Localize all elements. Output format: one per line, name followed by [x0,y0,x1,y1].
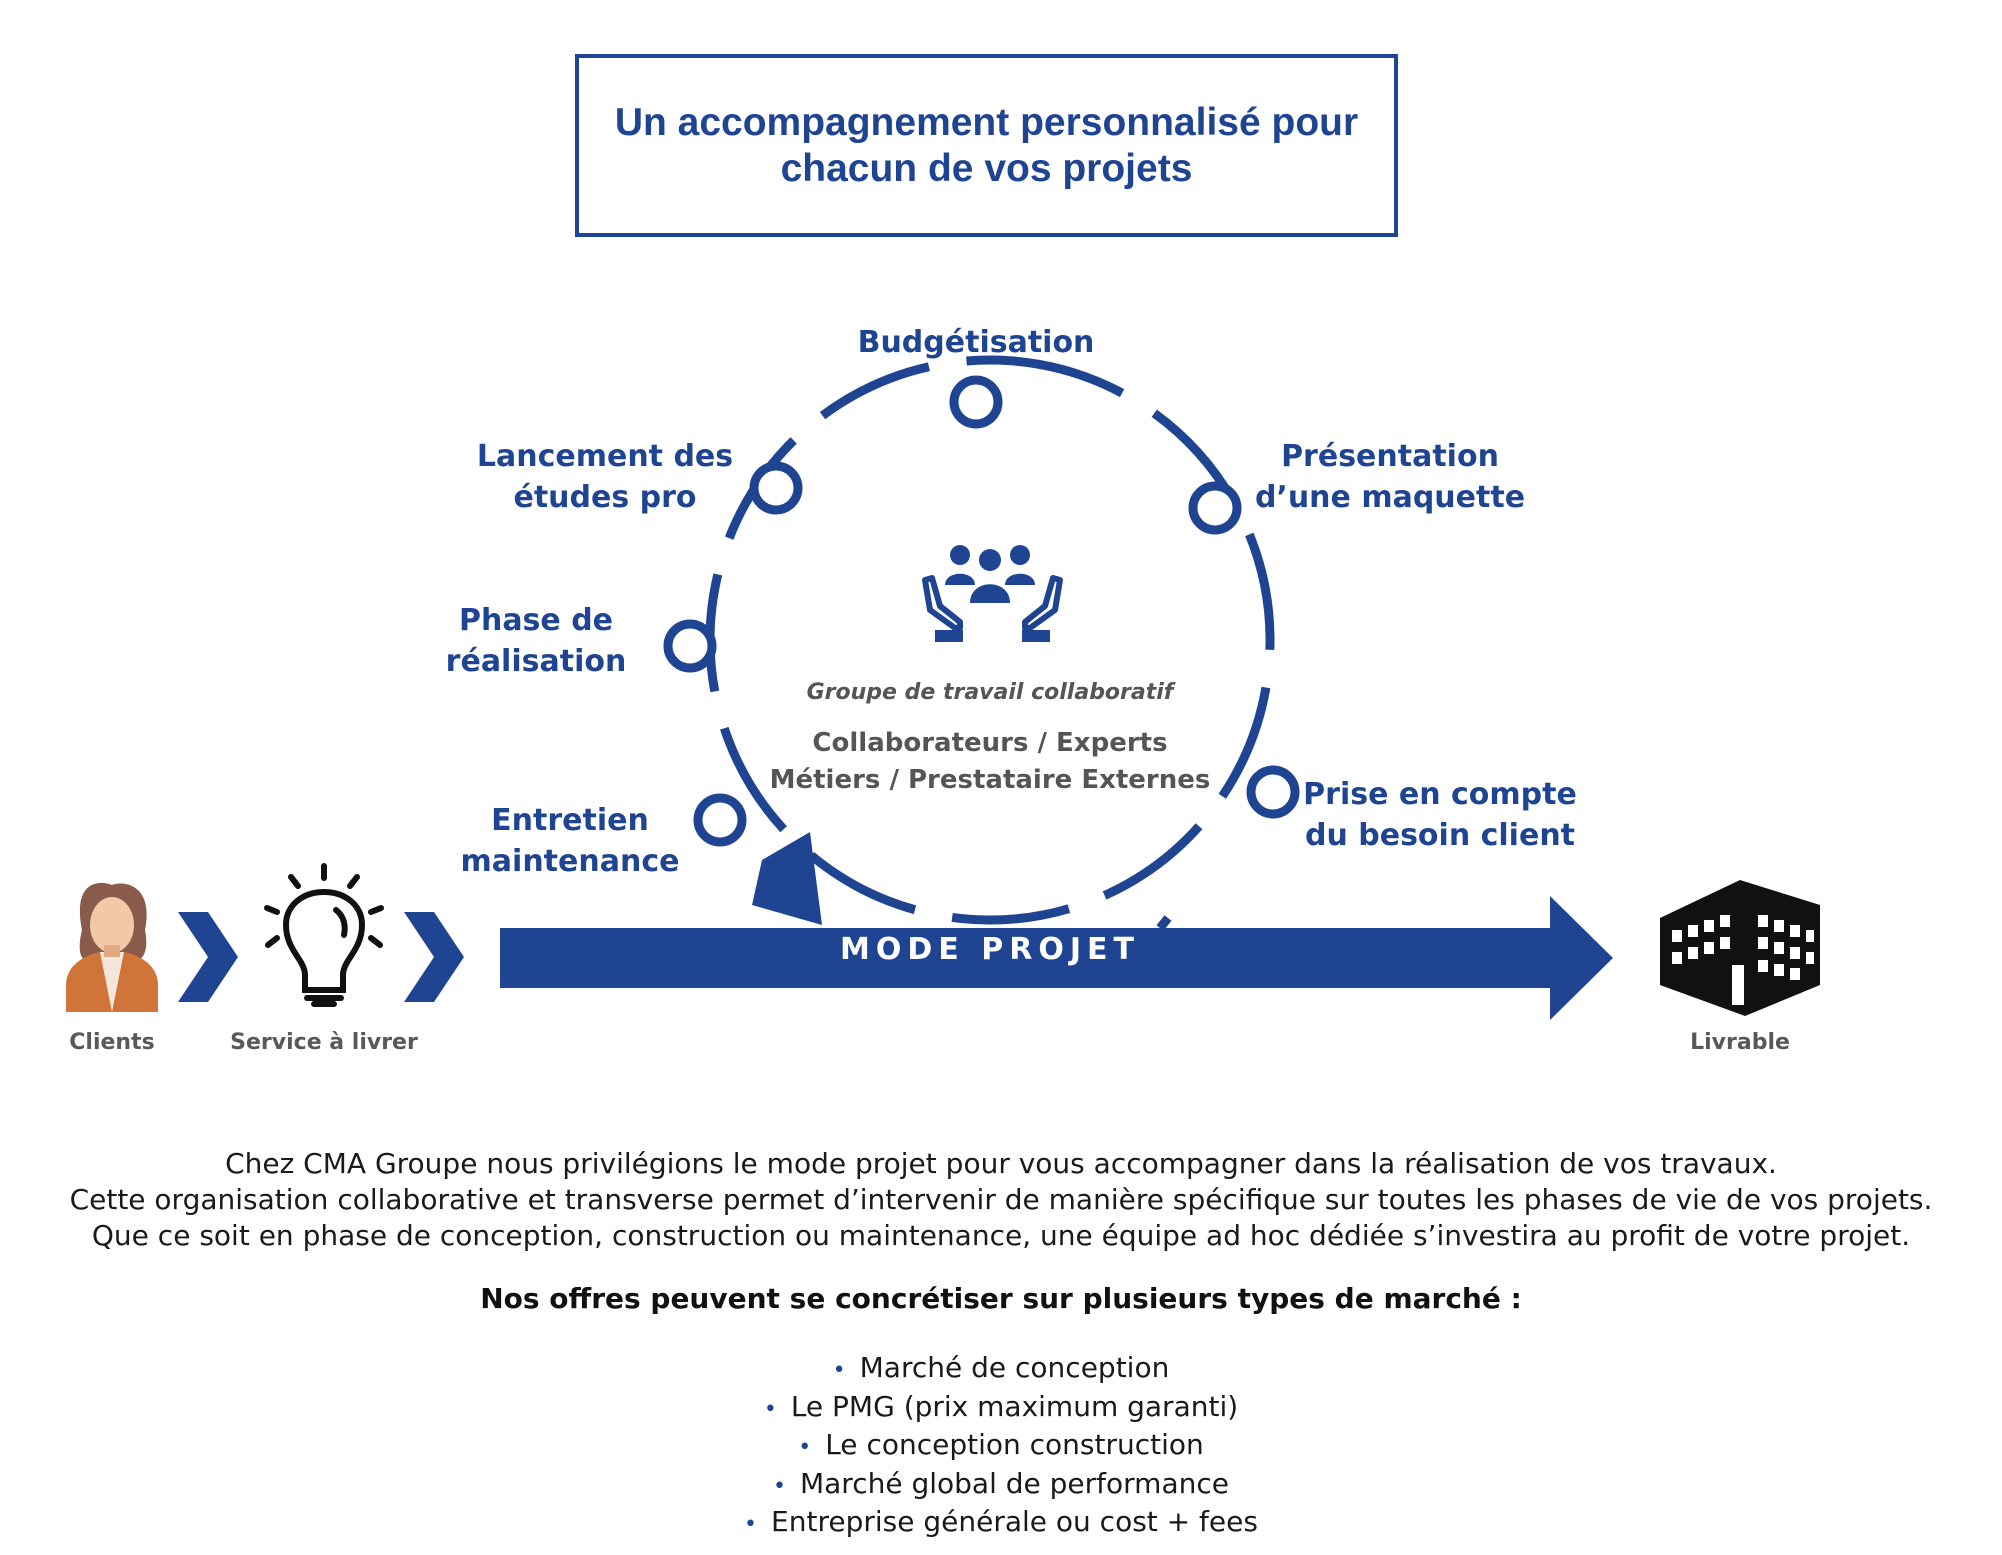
phase-label-lancement: Lancement des études pro [476,439,734,515]
marker-presentation [1188,481,1242,535]
client-avatar-icon [66,882,158,1012]
bullet-icon: • [798,1435,812,1460]
description-line-1: Chez CMA Groupe nous privilégions le mod… [225,1147,1777,1180]
lightbulb-icon [264,863,384,1007]
description-line-2: Cette organisation collaborative et tran… [69,1183,1933,1216]
marker-phase-realisation [663,619,717,673]
list-item: •Marché global de performance [773,1466,1229,1500]
marker-entretien [693,793,747,847]
offers-list: •Marché de conception •Le PMG (prix maxi… [0,1350,2002,1543]
marker-lancement [749,461,803,515]
phase-label-presentation: Présentation d’une maquette [1254,439,1526,515]
offers-title: Nos offres peuvent se concrétiser sur pl… [480,1282,1522,1315]
marker-prise-en-compte [1246,765,1300,819]
list-item: •Le conception construction [798,1428,1204,1461]
phase-label-budgetisation: Budgétisation [857,325,1095,360]
bullet-icon: • [763,1396,777,1422]
title-box: Un accompagnement personnalisé pour chac… [575,54,1398,237]
cycle-arrowhead [752,832,822,925]
team-in-hands-icon [922,545,1063,642]
chevron-icon-1 [178,912,238,1002]
phase-markers [663,375,1300,847]
phase-label-phase-realisation: Phase de réalisation [445,603,627,679]
service-label: Service à livrer [230,1030,418,1055]
center-line-2: Métiers / Prestataire Externes [769,765,1211,795]
list-item: •Le PMG (prix maximum garanti) [763,1389,1239,1423]
center-group-label: Groupe de travail collaboratif [806,680,1174,705]
mode-projet-label: MODE PROJET [840,932,1140,967]
phase-label-entretien: Entretien maintenance [460,803,680,879]
phase-label-prise-en-compte: Prise en compte du besoin client [1303,777,1577,853]
list-item: •Entreprise générale ou cost + fees [744,1505,1258,1538]
center-line-1: Collaborateurs / Experts [812,728,1168,758]
marker-budgetisation [949,375,1003,429]
bullet-icon: • [832,1358,846,1383]
building-icon [1660,880,1820,1016]
page-title-line-1: Un accompagnement personnalisé pour [614,100,1359,144]
cycle-ring [705,355,1275,925]
livrable-label: Livrable [1690,1030,1790,1055]
list-item: •Marché de conception [832,1351,1170,1384]
bullet-icon: • [773,1473,786,1499]
clients-label: Clients [69,1030,155,1055]
description-line-3: Que ce soit en phase de conception, cons… [91,1219,1911,1252]
bullet-icon: • [744,1512,758,1537]
page-title-line-2: chacun de vos projets [780,146,1193,190]
chevron-icon-2 [404,912,464,1002]
mode-projet-arrow [500,896,1613,1020]
